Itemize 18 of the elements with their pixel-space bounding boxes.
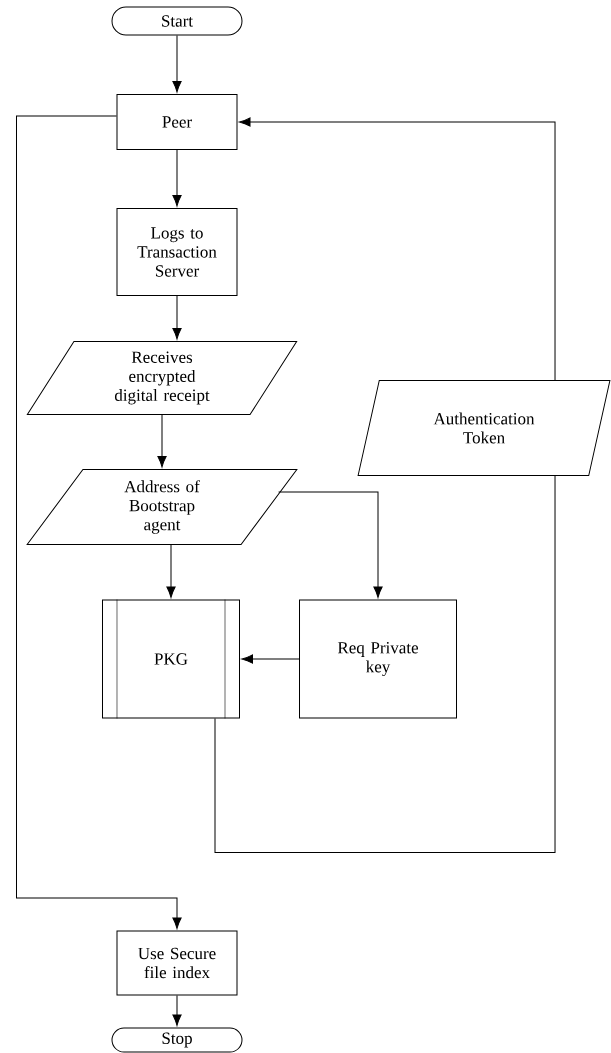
arrow <box>278 491 383 598</box>
predefined-process-box: PKG <box>102 599 240 719</box>
data-parallelogram: Receives encrypted digital receipt <box>26 341 298 415</box>
arrow <box>239 117 556 381</box>
data-parallelogram: Address of Bootstrap agent <box>26 469 298 545</box>
process-box: Req Private key <box>299 599 457 719</box>
data-parallelogram: Authentication Token <box>357 380 611 476</box>
arrow <box>172 995 182 1026</box>
arrow <box>166 544 176 598</box>
arrow <box>157 414 167 468</box>
arrow <box>16 115 182 929</box>
arrow <box>172 295 182 340</box>
arrow <box>172 35 182 93</box>
process-box: Peer <box>116 94 238 150</box>
arrow <box>172 149 182 207</box>
arrow <box>241 654 300 664</box>
process-box: Use Secure file index <box>116 930 238 996</box>
process-box: Logs to Transaction Server <box>116 208 238 296</box>
